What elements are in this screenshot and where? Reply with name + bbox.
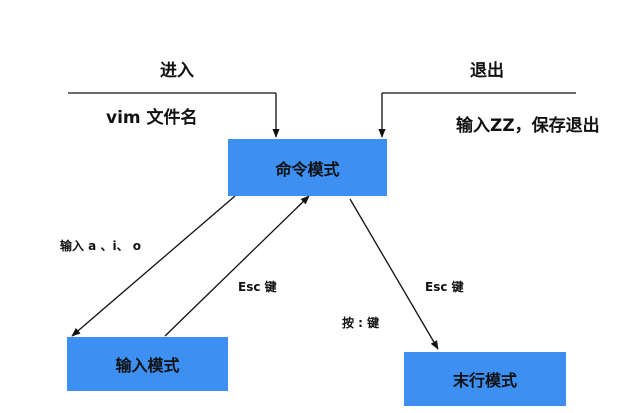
command-mode-box: 命令模式 [228,139,387,196]
enter-title: 进入 [160,61,194,81]
command-to-lastline-arrow [349,198,439,350]
enter-command-text: vim 文件名 [106,108,198,128]
insert-keys-label: 输入 a 、i、 o [60,239,141,253]
esc-key-label-right: Esc 键 [425,280,464,294]
insert-mode-label: 输入模式 [115,356,180,375]
insert-mode-box: 输入模式 [67,337,228,391]
colon-key-label: 按 : 键 [342,316,380,330]
insert-to-command-arrow [164,195,310,337]
lastline-mode-box: 末行模式 [404,352,566,406]
exit-title: 退出 [470,61,504,81]
lastline-mode-label: 末行模式 [452,371,517,390]
exit-command-text: 输入ZZ，保存退出 [456,116,600,136]
command-to-insert-arrow [71,195,236,337]
command-mode-label: 命令模式 [275,159,340,179]
esc-key-label: Esc 键 [238,280,277,294]
